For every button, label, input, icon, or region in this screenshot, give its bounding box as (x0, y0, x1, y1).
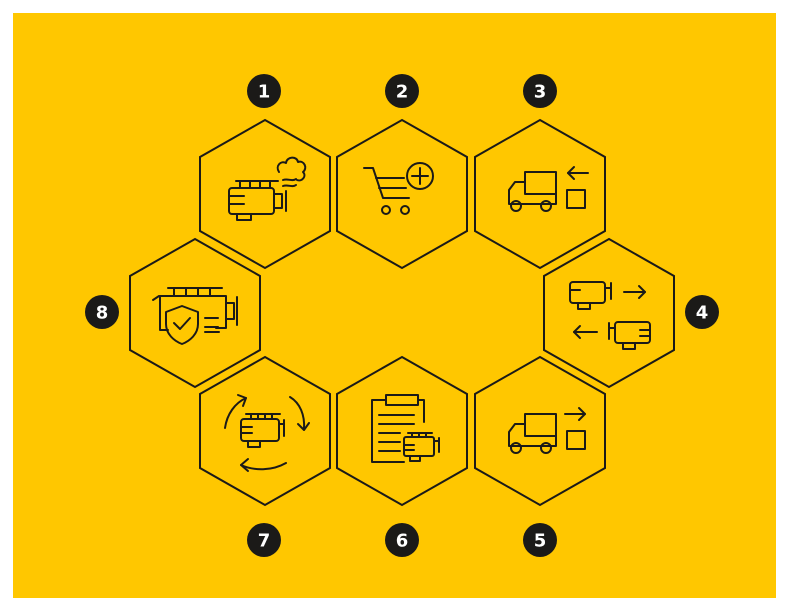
hexagon-7 (199, 355, 331, 507)
truck-outgoing-box-icon (508, 407, 586, 454)
process-diagram-panel: 1 2 (13, 13, 776, 598)
step-5: 5 (474, 355, 606, 557)
step-6: 6 (336, 355, 468, 557)
step-badge-5: 5 (523, 523, 557, 557)
step-number-7: 7 (258, 531, 271, 552)
step-number-4: 4 (696, 303, 709, 324)
step-badge-1: 1 (247, 74, 281, 108)
step-number-3: 3 (534, 82, 547, 103)
hexagon-2 (336, 118, 468, 270)
step-badge-8: 8 (85, 295, 119, 329)
engine-steam-icon (228, 156, 307, 221)
step-number-1: 1 (258, 82, 271, 103)
hex-diagram: 1 2 (13, 13, 776, 598)
hexagon-6 (336, 355, 468, 507)
engine-swap-icon (569, 281, 651, 350)
step-badge-7: 7 (247, 523, 281, 557)
step-number-2: 2 (396, 82, 409, 103)
step-3: 3 (474, 74, 606, 270)
step-1: 1 (199, 74, 331, 270)
hexagon-8 (129, 237, 261, 389)
step-badge-2: 2 (385, 74, 419, 108)
step-number-8: 8 (96, 303, 109, 324)
hexagon-1 (199, 118, 331, 270)
engine-cycle-icon (224, 394, 310, 472)
clipboard-engine-icon (371, 394, 440, 463)
step-number-5: 5 (534, 531, 547, 552)
step-4: 4 (543, 237, 719, 389)
hexagon-4 (543, 237, 675, 389)
step-7: 7 (199, 355, 331, 557)
step-badge-3: 3 (523, 74, 557, 108)
step-badge-4: 4 (685, 295, 719, 329)
cart-add-icon (363, 162, 434, 215)
hexagon-5 (474, 355, 606, 507)
step-number-6: 6 (396, 531, 409, 552)
truck-incoming-box-icon (508, 166, 589, 212)
step-2: 2 (336, 74, 468, 270)
step-8: 8 (85, 237, 261, 389)
engine-warranty-shield-icon (152, 287, 238, 345)
step-badge-6: 6 (385, 523, 419, 557)
